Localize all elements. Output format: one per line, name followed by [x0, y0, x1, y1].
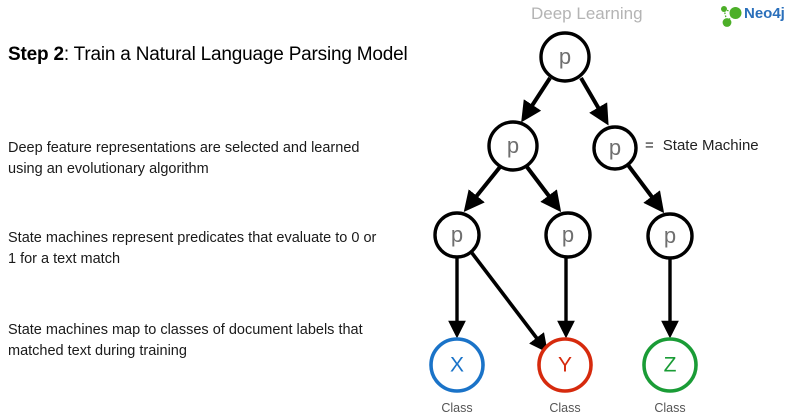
node-level3-middle-label: p	[562, 222, 574, 247]
leaf-y-class-label: Class	[549, 401, 580, 415]
tree-node-root[interactable]: p	[539, 31, 591, 83]
node-level2-left-label: p	[507, 133, 519, 158]
leaf-x-label: X	[450, 354, 464, 377]
tree-node-level3-middle[interactable]: p	[544, 211, 592, 259]
neo4j-graph-icon	[721, 6, 742, 27]
edge-level2left-to-level3left	[463, 165, 502, 213]
leaf-z-label: Z	[664, 354, 677, 377]
node-root-label: p	[559, 44, 571, 69]
body-paragraph-2: State machines represent predicates that…	[8, 230, 377, 267]
node-level3-right-label: p	[664, 223, 676, 248]
node-level3-left-circle[interactable]	[433, 211, 481, 259]
page-title-rest: : Train a Natural Language Parsing Model	[63, 44, 408, 65]
tree-node-level3-left[interactable]: p	[433, 211, 481, 259]
leaf-y-circle[interactable]	[537, 337, 593, 393]
tree-leaf-x[interactable]: X Class	[429, 337, 485, 415]
node-root-circle[interactable]	[539, 31, 591, 83]
neo4j-logo: Neo4j	[721, 5, 785, 27]
page-title: Step 2: Train a Natural Language Parsing…	[8, 44, 408, 66]
leaf-x-circle[interactable]	[429, 337, 485, 393]
edge-level3left-to-leaf-y	[470, 251, 548, 353]
tree-node-level2-right[interactable]: p	[592, 125, 638, 171]
logo-node-medium	[722, 18, 732, 27]
legend-state-machine: = State Machine	[645, 137, 759, 154]
leaf-z-circle[interactable]	[642, 337, 698, 393]
logo-wordmark: Neo4j	[744, 5, 785, 22]
page-title-step: Step 2	[8, 44, 64, 65]
legend-label: State Machine	[662, 137, 759, 154]
node-level2-left-circle[interactable]	[487, 120, 539, 172]
body-paragraph-1: Deep feature representations are selecte…	[8, 140, 360, 177]
leaf-y-label: Y	[558, 354, 572, 377]
tree-leaf-z[interactable]: Z Class	[642, 337, 698, 415]
node-level3-middle-circle[interactable]	[544, 211, 592, 259]
tree-node-level2-left[interactable]: p	[487, 120, 539, 172]
node-level3-right-circle[interactable]	[646, 212, 694, 260]
node-level3-left-label: p	[451, 222, 463, 247]
node-level2-right-label: p	[609, 135, 621, 160]
edge-root-to-level2-left	[521, 76, 552, 123]
tree-leaf-y[interactable]: Y Class	[537, 337, 593, 415]
diagram-heading: Deep Learning	[531, 4, 643, 23]
leaf-x-class-label: Class	[441, 401, 472, 415]
edge-level2right-to-level3right	[626, 163, 665, 214]
tree-edges	[448, 76, 679, 353]
logo-node-small	[721, 6, 727, 12]
edge-level2left-to-level3middle	[525, 165, 562, 213]
node-level2-right-circle[interactable]	[592, 125, 638, 171]
leaf-z-class-label: Class	[654, 401, 685, 415]
body-paragraph-3: State machines map to classes of documen…	[8, 322, 363, 359]
legend-equals-sign: =	[645, 137, 654, 154]
logo-node-large	[729, 7, 742, 19]
edge-root-to-level2-right	[579, 76, 609, 126]
tree-node-level3-right[interactable]: p	[646, 212, 694, 260]
